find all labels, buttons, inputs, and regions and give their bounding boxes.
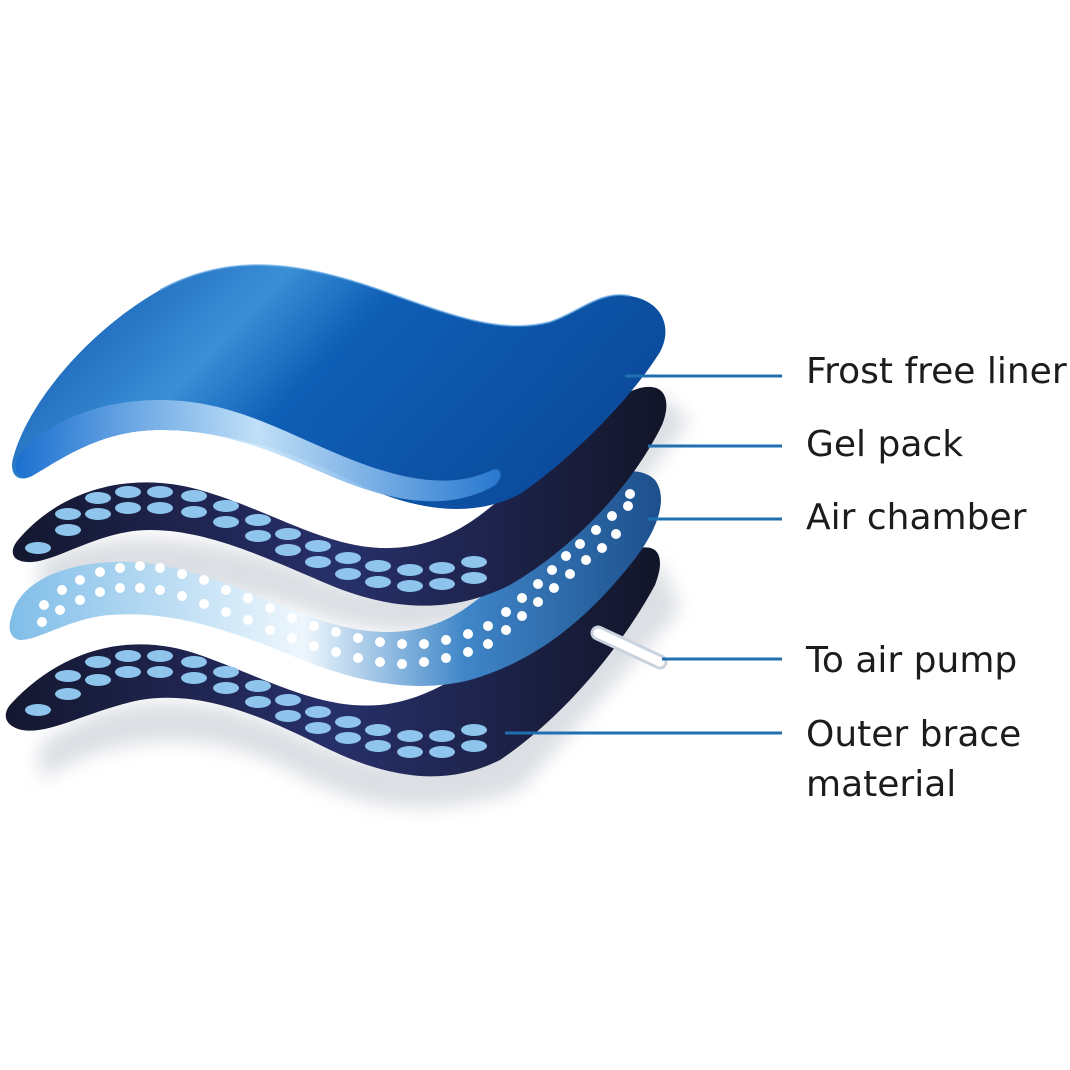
label-outer-brace-line2: material — [806, 764, 957, 805]
air-pump-tube — [590, 625, 668, 670]
gel-pack-layer — [12, 386, 667, 606]
label-frost-free-liner: Frost free liner — [806, 351, 1067, 392]
label-air-chamber: Air chamber — [806, 497, 1027, 538]
leader-lines — [505, 374, 782, 735]
label-outer-brace-line1: Outer brace — [806, 714, 1022, 755]
outer-brace-layer — [5, 547, 661, 777]
label-gel-pack: Gel pack — [806, 424, 964, 465]
air-chamber-layer — [9, 471, 661, 686]
label-outer-brace-material: Outer brace material — [806, 710, 1021, 810]
frost-free-liner-layer — [12, 264, 666, 509]
label-to-air-pump: To air pump — [806, 640, 1018, 681]
